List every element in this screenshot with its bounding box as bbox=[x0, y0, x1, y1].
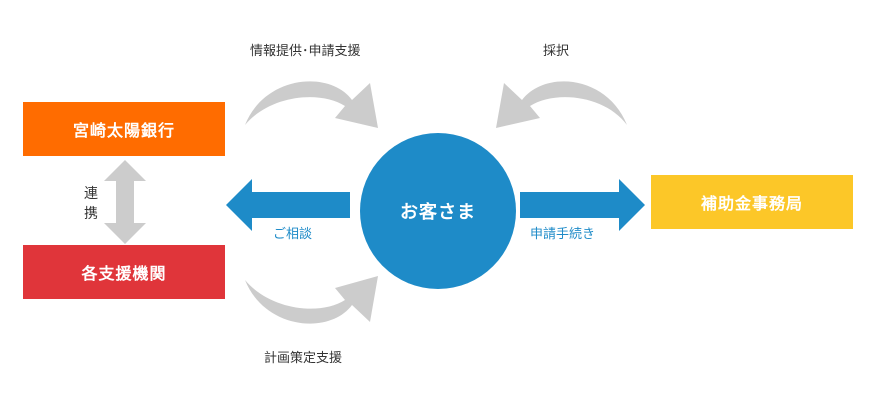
support-orgs-node: 各支援機関 bbox=[23, 245, 225, 299]
collaboration-label: 連携 bbox=[84, 186, 98, 222]
plan-support-label: 計画策定支援 bbox=[264, 351, 343, 366]
adoption-curved-arrow bbox=[496, 81, 627, 128]
application-label: 申請手続き bbox=[530, 227, 596, 242]
application-arrow bbox=[520, 179, 645, 231]
consultation-label: ご相談 bbox=[273, 227, 313, 242]
info-support-label: 情報提供･申請支援 bbox=[250, 44, 361, 59]
plan-support-curved-arrow bbox=[245, 276, 378, 324]
collaboration-double-arrow bbox=[104, 160, 146, 244]
consultation-arrow bbox=[226, 179, 350, 231]
customer-node: お客さま bbox=[360, 133, 516, 289]
subsidy-office-node: 補助金事務局 bbox=[651, 175, 853, 229]
bank-node: 宮崎太陽銀行 bbox=[23, 102, 225, 156]
info-support-curved-arrow bbox=[245, 81, 378, 128]
adoption-label: 採択 bbox=[543, 44, 570, 59]
